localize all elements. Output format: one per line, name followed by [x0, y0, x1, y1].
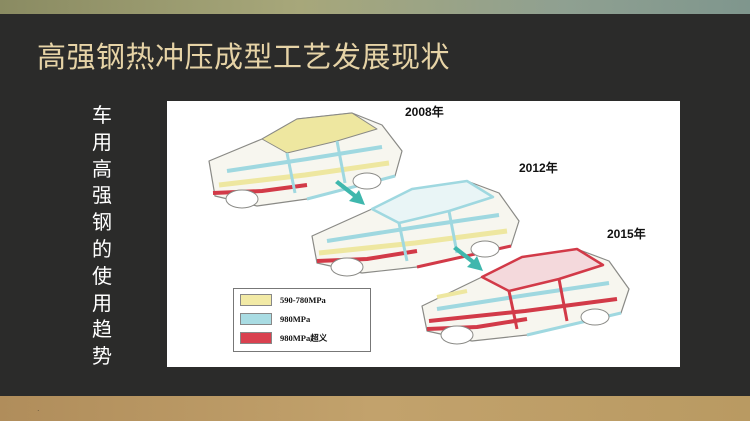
caption-char: 高 — [92, 156, 112, 181]
slide-title: 高强钢热冲压成型工艺发展现状 — [37, 40, 451, 74]
legend-item: 590-780MPa — [240, 293, 368, 307]
footer-mark: . — [37, 404, 40, 413]
caption-char: 用 — [92, 129, 112, 154]
top-decorative-band — [0, 0, 750, 14]
year-label-2012: 2012年 — [519, 161, 558, 175]
transition-arrow — [453, 246, 483, 271]
caption-char: 的 — [92, 236, 112, 261]
year-label-2015: 2015年 — [607, 227, 646, 241]
legend-label: 590-780MPa — [280, 295, 326, 305]
caption-char: 车 — [92, 103, 112, 127]
caption-char: 强 — [92, 183, 112, 208]
bottom-decorative-band — [0, 396, 750, 421]
caption-char: 势 — [92, 344, 112, 369]
caption-char: 钢 — [92, 210, 112, 235]
transition-arrow — [335, 180, 365, 205]
caption-char: 趋 — [92, 317, 112, 342]
car-body-2008 — [208, 112, 403, 209]
caption-char: 使 — [92, 263, 112, 288]
car-body-figure: 2008年 2012年 2015年 590-780MPa 980MPa 980M… — [167, 101, 680, 367]
legend-swatch — [240, 294, 272, 306]
legend-label: 980MPa — [280, 314, 311, 324]
car-body-2012 — [311, 179, 520, 277]
side-caption: 车 用 高 强 钢 的 使 用 趋 势 — [88, 102, 116, 370]
car-body-illustration — [208, 112, 630, 345]
legend-label: 980MPa超义 — [280, 333, 328, 343]
legend-swatch — [240, 313, 272, 325]
caption-char: 用 — [92, 290, 112, 315]
legend: 590-780MPa 980MPa 980MPa超义 — [233, 288, 371, 352]
legend-item: 980MPa超义 — [240, 331, 368, 345]
legend-item: 980MPa — [240, 312, 368, 326]
car-body-2015 — [421, 247, 630, 345]
legend-swatch — [240, 332, 272, 344]
year-label-2008: 2008年 — [405, 105, 444, 119]
